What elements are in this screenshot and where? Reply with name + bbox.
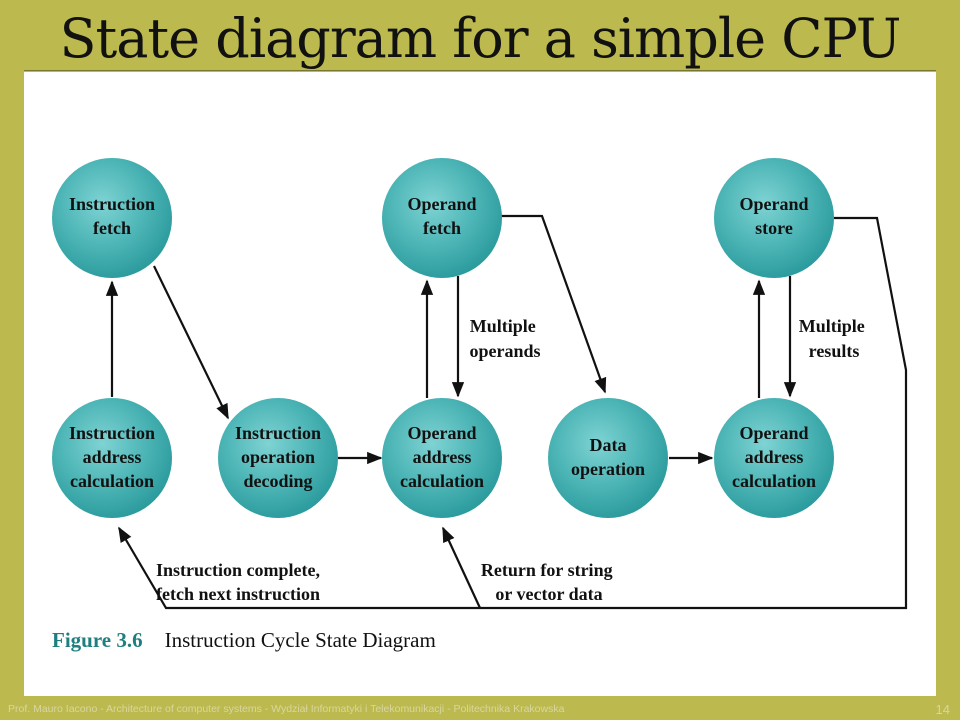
figure-caption: Figure 3.6 Instruction Cycle State Diagra… xyxy=(52,628,436,653)
figure-number: Figure 3.6 xyxy=(52,628,143,652)
label-instruction-complete: Instruction complete, fetch next instruc… xyxy=(156,560,324,604)
edge-labels: Multiple operands Multiple results Instr… xyxy=(156,316,870,604)
slide-footer: Prof. Mauro Iacono - Architecture of com… xyxy=(8,703,565,715)
edge-return-for-string xyxy=(442,526,481,609)
label-return-for-string: Return for string or vector data xyxy=(481,560,617,604)
slide-title: State diagram for a simple CPU xyxy=(59,7,902,70)
edge-operand-fetch-to-data-operation xyxy=(501,214,607,394)
label-multiple-results: Multiple results xyxy=(799,316,870,361)
edges xyxy=(105,214,908,610)
figure-caption-text: Instruction Cycle State Diagram xyxy=(164,628,436,652)
label-multiple-operands: Multiple operands xyxy=(469,316,540,361)
edge-instruction-fetch-to-decoding xyxy=(153,265,229,420)
title-divider xyxy=(24,70,936,71)
edge-operand-store-return-loop xyxy=(118,216,908,610)
page-number: 14 xyxy=(935,702,950,717)
